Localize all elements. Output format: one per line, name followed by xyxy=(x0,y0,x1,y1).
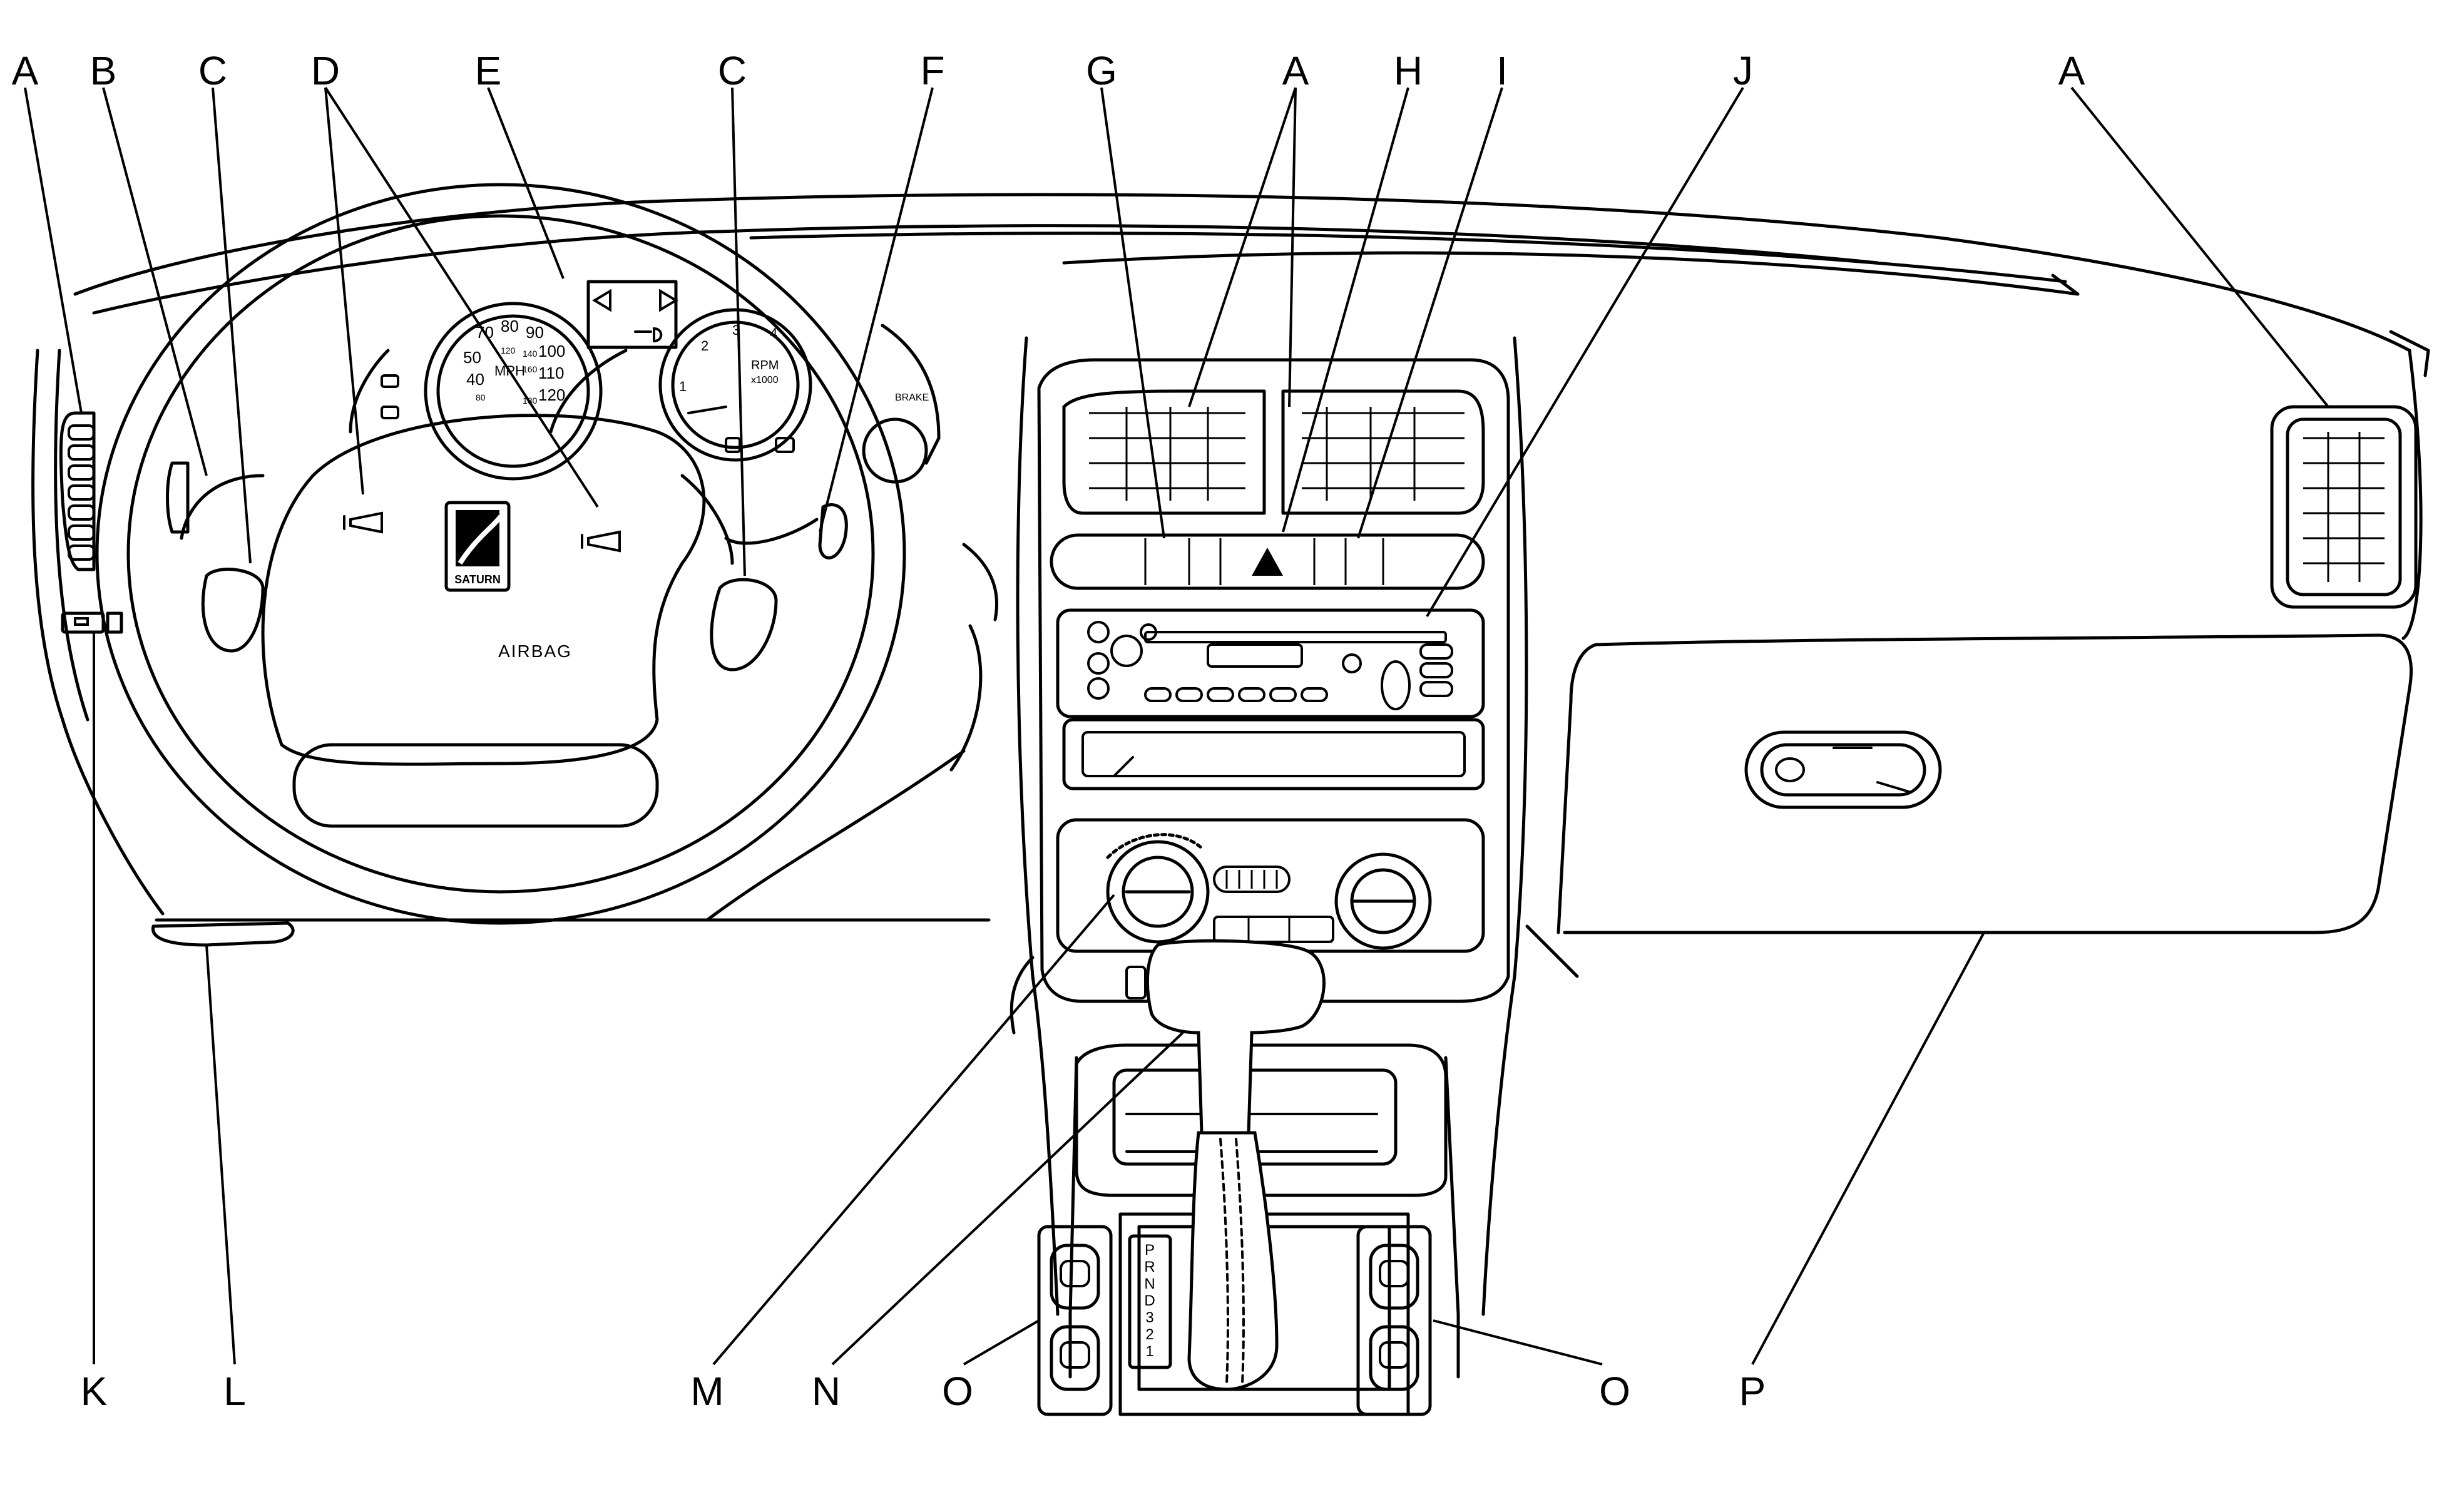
callout-f: F xyxy=(920,48,944,93)
gear-p: P xyxy=(1145,1242,1155,1259)
gear-3: 3 xyxy=(1145,1309,1153,1326)
logo-text: SATURN xyxy=(454,573,501,586)
callout-m: M xyxy=(690,1369,723,1414)
gear-d: D xyxy=(1144,1292,1155,1309)
kmh-160: 160 xyxy=(523,364,538,374)
speedo-50: 50 xyxy=(463,348,481,367)
headlamp-switch[interactable] xyxy=(61,611,123,634)
gear-shifter[interactable] xyxy=(1146,939,1326,1391)
gear-r: R xyxy=(1144,1259,1155,1275)
callout-h: H xyxy=(1394,48,1423,93)
gear-2: 2 xyxy=(1145,1326,1153,1343)
climate-controls[interactable] xyxy=(1056,818,1485,953)
callout-labels: A B C D E C F G A H I J A K L M N O O P xyxy=(12,48,2085,1414)
center-air-vents xyxy=(1062,389,1485,515)
high-beam-icon xyxy=(634,327,663,343)
window-switches-left[interactable] xyxy=(1037,1225,1113,1416)
callout-j: J xyxy=(1733,48,1753,93)
speedo-100: 100 xyxy=(538,342,565,360)
callout-c-left: C xyxy=(198,48,227,93)
callout-d: D xyxy=(311,48,340,93)
callout-a-left: A xyxy=(12,48,39,93)
turn-signal-icon xyxy=(592,289,678,312)
prnd-indicator: P R N D 3 2 1 xyxy=(1128,1234,1172,1369)
speedo-110: 110 xyxy=(538,364,564,382)
hazard-switch-panel[interactable] xyxy=(1050,533,1485,590)
callout-l: L xyxy=(223,1369,246,1414)
glove-box[interactable] xyxy=(1744,730,1942,809)
leader-lines xyxy=(24,86,2329,1366)
saturn-logo: SATURN xyxy=(444,501,511,592)
speedo-90: 90 xyxy=(526,323,544,342)
center-stack xyxy=(1037,358,1510,1003)
horn-icon-left xyxy=(343,511,383,534)
dashboard-outline xyxy=(31,193,2430,1379)
gear-n: N xyxy=(1144,1275,1155,1292)
callout-n: N xyxy=(812,1369,841,1414)
callout-i: I xyxy=(1496,48,1508,93)
radio[interactable] xyxy=(1056,608,1485,718)
storage-bin xyxy=(1062,718,1485,790)
tach-2: 2 xyxy=(701,338,708,354)
speedo-40: 40 xyxy=(466,370,484,389)
callout-p: P xyxy=(1739,1369,1766,1414)
callout-c-right: C xyxy=(718,48,747,93)
tach-1: 1 xyxy=(679,379,687,394)
tach-label: RPM xyxy=(751,359,779,372)
left-air-vent xyxy=(59,411,96,571)
callout-a-right: A xyxy=(2058,48,2085,93)
kmh-80: 80 xyxy=(476,392,486,402)
callout-o-right: O xyxy=(1599,1369,1630,1414)
brake-label: BRAKE xyxy=(895,392,929,403)
hood-release[interactable] xyxy=(151,921,295,947)
steering-wheel: SATURN AIRBAG xyxy=(95,183,906,925)
horn-icon-right xyxy=(581,530,621,553)
callout-a-center: A xyxy=(1282,48,1309,93)
airbag-label: AIRBAG xyxy=(498,641,572,661)
hazard-warning-icon[interactable] xyxy=(1252,548,1283,576)
cruise-control-button-right[interactable] xyxy=(710,578,778,672)
kmh-140: 140 xyxy=(523,349,538,359)
speedo-120: 120 xyxy=(538,386,565,404)
cruise-control-button-left[interactable] xyxy=(201,568,265,653)
kmh-120: 120 xyxy=(501,345,516,355)
tach-4: 4 xyxy=(770,325,777,341)
window-switches-right[interactable] xyxy=(1356,1225,1432,1416)
callout-b: B xyxy=(90,48,117,93)
callout-o-left: O xyxy=(942,1369,973,1414)
callout-k: K xyxy=(81,1369,108,1414)
right-air-vent xyxy=(2270,405,2418,609)
speedo-80: 80 xyxy=(501,317,519,335)
instrument-cluster: 40 50 70 80 90 100 110 120 MPH 80 120 14… xyxy=(381,280,941,484)
callout-g: G xyxy=(1086,48,1117,93)
callout-e: E xyxy=(475,48,502,93)
gear-1: 1 xyxy=(1145,1343,1153,1360)
tach-scale: x1000 xyxy=(751,375,779,386)
